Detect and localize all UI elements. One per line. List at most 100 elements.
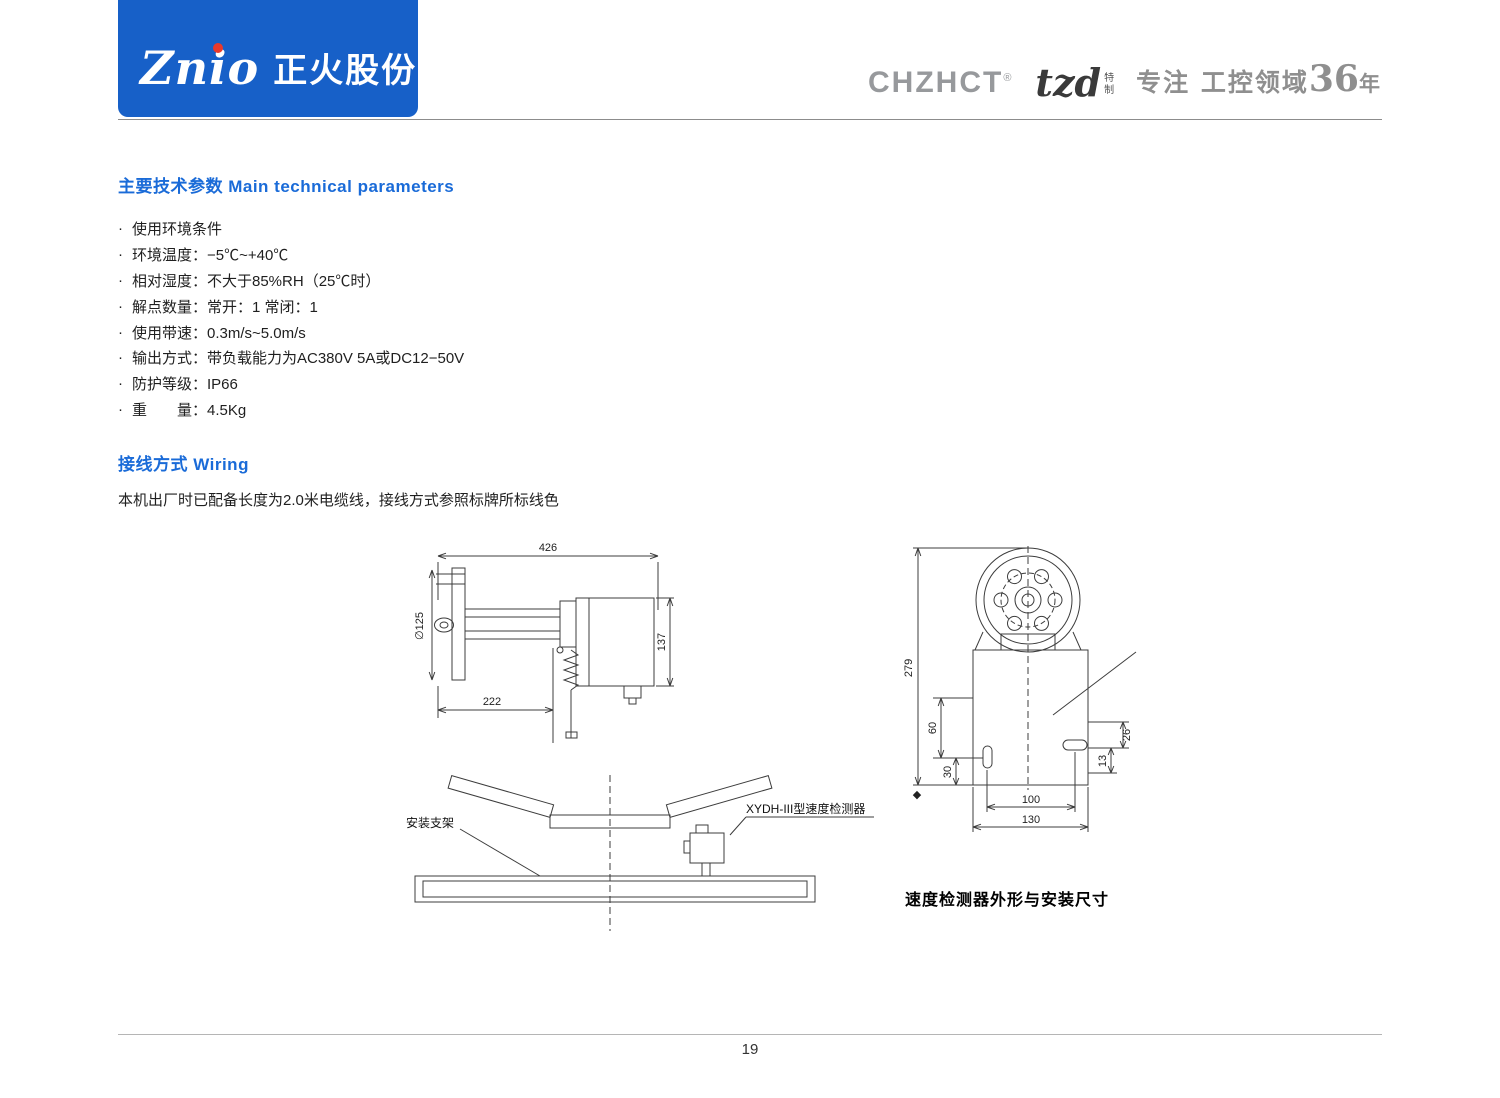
body-leader-line bbox=[1052, 651, 1137, 716]
detector-stem bbox=[701, 863, 711, 876]
cable-gland bbox=[623, 685, 642, 699]
dim-137-line bbox=[666, 597, 674, 687]
dim-137-label: 137 bbox=[656, 633, 668, 651]
brand-chzhct-label: CHZHCT bbox=[868, 66, 1004, 99]
parameter-text: 重 量：4.5Kg bbox=[132, 401, 247, 419]
dim-137-extension bbox=[656, 597, 674, 687]
dim-130-label: 130 bbox=[1022, 814, 1040, 826]
parameter-item: ·使用带速：0.3m/s~5.0m/s bbox=[118, 319, 464, 345]
dim-426-extension bbox=[437, 562, 659, 610]
datum-diamond-icon: ◆ bbox=[913, 789, 922, 801]
parameter-text: 环境温度：−5℃~+40℃ bbox=[132, 247, 289, 265]
bracket-leader-line bbox=[459, 828, 541, 877]
tzd-tag-char-1: 特 bbox=[1104, 73, 1115, 84]
parameter-item: · 防护等级：IP66 bbox=[118, 371, 464, 397]
dim-279-label: 279 bbox=[903, 659, 915, 677]
bullet: · bbox=[118, 349, 123, 367]
shaft-tube bbox=[464, 608, 561, 640]
wiring-description: 本机出厂时已配备长度为2.0米电缆线，接线方式参照标牌所标线色 bbox=[118, 492, 559, 509]
slogan-year: 年 bbox=[1358, 71, 1382, 96]
roller-shaft-center bbox=[439, 621, 449, 629]
tzd-tag: 特 制 bbox=[1104, 73, 1114, 96]
dim-426-label: 426 bbox=[539, 542, 557, 554]
bullet: · bbox=[118, 375, 123, 393]
parameter-text: 使用带速：0.3m/s~5.0m/s bbox=[132, 324, 306, 342]
parameter-item: ·相对湿度：不大于85%RH（25℃时） bbox=[118, 268, 464, 294]
bolt-hole bbox=[1034, 615, 1049, 631]
bolt-hole bbox=[993, 592, 1009, 608]
bolt-hole bbox=[1034, 569, 1049, 585]
mounting-beam-inner bbox=[422, 880, 808, 898]
slogan-mid: 工控领域 bbox=[1200, 68, 1309, 97]
dim-222-label: 222 bbox=[483, 696, 501, 708]
bullet: · bbox=[118, 220, 123, 238]
bullet: · bbox=[118, 400, 123, 418]
parameter-text: 防护等级：IP66 bbox=[132, 376, 238, 394]
bolt-hole bbox=[1047, 592, 1063, 608]
header-slogan: 专注 工控领域36年 bbox=[1136, 58, 1382, 100]
registered-mark: ® bbox=[1003, 72, 1014, 84]
tzd-label: tzd bbox=[1035, 59, 1102, 105]
section-title-wiring: 接线方式 Wiring bbox=[118, 455, 249, 474]
right-mounting-slot bbox=[1062, 739, 1088, 751]
parameter-item: · 环境温度：−5℃~+40℃ bbox=[118, 242, 464, 268]
drawing-front-view: 279 60 30 26 13 bbox=[903, 546, 1137, 832]
parameter-text: 使用环境条件 bbox=[132, 221, 223, 239]
dim-222-extension bbox=[437, 686, 554, 718]
left-wing-roller bbox=[447, 775, 555, 818]
hub-circle bbox=[1014, 586, 1042, 614]
detector-leader-line bbox=[729, 816, 874, 836]
dim-100-label: 100 bbox=[1022, 794, 1040, 806]
roller-shaft-end bbox=[434, 617, 454, 633]
dim-279-line bbox=[914, 547, 922, 786]
brand-logo-block: Znio 正火股份 bbox=[118, 0, 418, 117]
tzd-tag-char-2: 制 bbox=[1104, 84, 1115, 96]
dim-13-line bbox=[1107, 747, 1115, 774]
detector-body-front bbox=[972, 649, 1089, 786]
dim-222-line bbox=[437, 706, 554, 714]
parameter-item: · 使用环境条件 bbox=[118, 216, 464, 242]
dim-125-line bbox=[428, 569, 436, 681]
dim-130-line bbox=[972, 823, 1089, 831]
shaft-tube-lines bbox=[465, 616, 560, 632]
flange-outer-circle bbox=[975, 547, 1081, 653]
label-mounting-bracket: 安装支架 bbox=[406, 815, 454, 830]
dim-13-label: 13 bbox=[1097, 755, 1109, 767]
dim-30-label: 30 bbox=[942, 766, 954, 778]
dim-26-line bbox=[1119, 721, 1127, 749]
bolt-hole bbox=[1007, 569, 1022, 585]
detector-clamp bbox=[683, 840, 691, 854]
bolt-circle bbox=[1000, 572, 1056, 628]
right-wing-roller bbox=[665, 775, 773, 818]
logo-znio-text: Znio bbox=[140, 41, 259, 95]
bullet: · bbox=[118, 297, 123, 315]
detector-cap bbox=[695, 824, 709, 834]
dim-26-extension bbox=[1088, 721, 1129, 749]
dim-30-line bbox=[952, 757, 960, 786]
bullet: · bbox=[118, 271, 123, 289]
parameter-text: 解点数量：常开：1 常闭：1 bbox=[132, 298, 318, 316]
mounting-beam bbox=[414, 875, 816, 903]
coupling-flange bbox=[559, 600, 577, 648]
logo-red-dot-icon bbox=[212, 42, 223, 53]
left-mounting-slot bbox=[982, 745, 993, 769]
mount-plate bbox=[451, 567, 466, 681]
tension-spring bbox=[562, 649, 580, 691]
parameters-list: · 使用环境条件 · 环境温度：−5℃~+40℃ ·相对湿度：不大于85%RH（25… bbox=[118, 216, 464, 422]
drawing-caption: 速度检测器外形与安装尺寸 bbox=[905, 892, 1110, 909]
section-title-parameters: 主要技术参数 Main technical parameters bbox=[118, 177, 455, 196]
dim-130-extension bbox=[972, 787, 1089, 832]
speed-detector-unit bbox=[689, 832, 725, 864]
rod-foot bbox=[565, 731, 578, 739]
brand-chzhct: CHZHCT® bbox=[868, 66, 1013, 100]
parameter-item: ·输出方式：带负载能力为AC380V 5A或DC12−50V bbox=[118, 345, 464, 371]
hub-bore bbox=[1021, 593, 1035, 607]
logo-znio-label: Znio bbox=[140, 40, 260, 95]
shoulder-lines bbox=[974, 631, 1082, 651]
page-number: 19 bbox=[741, 1041, 759, 1058]
slogan-prefix: 专注 bbox=[1136, 68, 1191, 97]
detector-body-side bbox=[575, 597, 655, 687]
bullet: · bbox=[118, 246, 123, 264]
brand-tzd: tzd 特 制 bbox=[1035, 59, 1114, 105]
